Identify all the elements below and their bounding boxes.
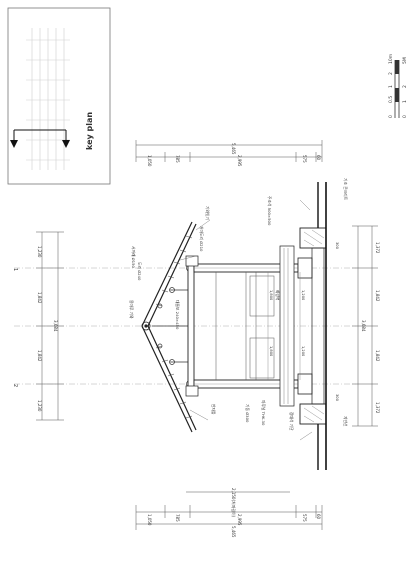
roof-tiles bbox=[155, 235, 193, 419]
dim-left: 1,230 bbox=[37, 400, 42, 412]
label-column: 기둥 Ø300 bbox=[245, 404, 250, 423]
label-purlin: 도리 Ø240 bbox=[137, 262, 142, 281]
dim-left: 1,230 bbox=[37, 246, 42, 258]
dim-left: 1,842 bbox=[37, 292, 42, 304]
roof-truss bbox=[152, 264, 194, 388]
dim-top-seg: 60 bbox=[316, 155, 321, 161]
floor-frame bbox=[279, 245, 295, 407]
bottom-dimension-chain bbox=[135, 491, 323, 530]
dim-height: 300 bbox=[335, 242, 339, 250]
dim-left: 1,842 bbox=[37, 350, 42, 362]
dim-top-seg: 575 bbox=[302, 155, 307, 163]
label-ceiling: 반자틀 bbox=[211, 404, 216, 415]
dim-right: 1,372 bbox=[375, 402, 380, 414]
label-ridge: 용마루 기와 bbox=[129, 300, 134, 319]
ridge-ornament bbox=[141, 321, 151, 331]
building-section: 1,200 1,200 1,800 1,800 300 300 bbox=[141, 182, 339, 470]
main-beam bbox=[187, 261, 195, 391]
dim-top-seg: 785 bbox=[175, 155, 180, 163]
label-foundation: 기초 콘크리트 bbox=[343, 178, 348, 201]
dim-top-seg: 1,050 bbox=[147, 155, 152, 167]
section-arrow-icon bbox=[10, 140, 18, 148]
dim-inner: 1,200 bbox=[301, 346, 305, 357]
label-stone: 장대석 기단 bbox=[289, 412, 294, 431]
scale-tick: 0.5 bbox=[388, 96, 394, 103]
grid-marker: 2 bbox=[12, 384, 18, 387]
bracket bbox=[185, 385, 199, 397]
scale-unit: 10m bbox=[388, 54, 394, 64]
inner-frame bbox=[215, 272, 275, 380]
scale-tick: 1 bbox=[402, 100, 408, 103]
dim-bottom-seg: 785 bbox=[175, 514, 180, 522]
label-ground: 지반선 bbox=[343, 416, 348, 427]
scale-tick: 1 bbox=[388, 85, 394, 88]
dim-inner: 1,200 bbox=[301, 290, 305, 301]
key-plan-title: key plan bbox=[85, 112, 94, 150]
label-floor: 마루널 THK.30 bbox=[261, 400, 266, 426]
leader-lines bbox=[179, 199, 313, 441]
scale-tick: 0 bbox=[388, 115, 394, 118]
dim-right: 1,842 bbox=[375, 290, 380, 302]
dim-right: 1,372 bbox=[375, 242, 380, 254]
dim-bottom-total: 5,465 bbox=[231, 526, 236, 538]
dim-bottom-seg: 60 bbox=[316, 514, 321, 520]
key-plan-box: key plan bbox=[7, 7, 111, 185]
dim-bottom-seg: 575 bbox=[302, 514, 307, 522]
dim-bottom-inner: 2,150(처마길이) bbox=[231, 488, 237, 518]
top-dimension-chain bbox=[135, 140, 323, 162]
label-roof: 기와잇기 bbox=[205, 206, 210, 220]
right-dimension-chain bbox=[352, 225, 378, 427]
dim-top-total: 5,465 bbox=[231, 143, 236, 155]
scale-unit: 5M bbox=[402, 57, 408, 64]
roof-rafters bbox=[141, 221, 197, 433]
scale-bar: 0 0.5 1 2 10m 0 1 2 5M bbox=[388, 54, 408, 118]
dim-inner: 1,800 bbox=[269, 346, 273, 357]
dim-right: 1,842 bbox=[375, 350, 380, 362]
scale-tick: 2 bbox=[402, 85, 408, 88]
dim-height: 300 bbox=[335, 394, 339, 402]
dim-bottom-seg: 2,995 bbox=[237, 514, 242, 526]
foundation-hatch bbox=[303, 229, 325, 423]
label-plinth: 주초석 500×500 bbox=[267, 196, 272, 226]
label-wall: 화방벽 bbox=[275, 290, 280, 301]
floor-boards bbox=[283, 248, 289, 404]
section-arrow-icon bbox=[62, 140, 70, 148]
dim-right: 3,684 bbox=[361, 320, 366, 332]
foundation-wall bbox=[311, 247, 325, 405]
dim-bottom-seg: 1,050 bbox=[147, 514, 152, 526]
grid-marker: 1 bbox=[12, 268, 18, 271]
label-rafter: 서까래 Ø150 bbox=[131, 246, 136, 269]
inner-dimensions bbox=[267, 272, 301, 380]
label-beam: 대들보 240×450 bbox=[175, 300, 180, 330]
scale-tick: 2 bbox=[388, 72, 394, 75]
scale-tick: 0 bbox=[402, 115, 408, 118]
label-eave: 처마도리 Ø210 bbox=[199, 226, 204, 252]
bracket bbox=[185, 255, 199, 267]
dim-inner: 1,800 bbox=[269, 290, 273, 301]
dim-top-seg: 2,995 bbox=[237, 155, 242, 167]
